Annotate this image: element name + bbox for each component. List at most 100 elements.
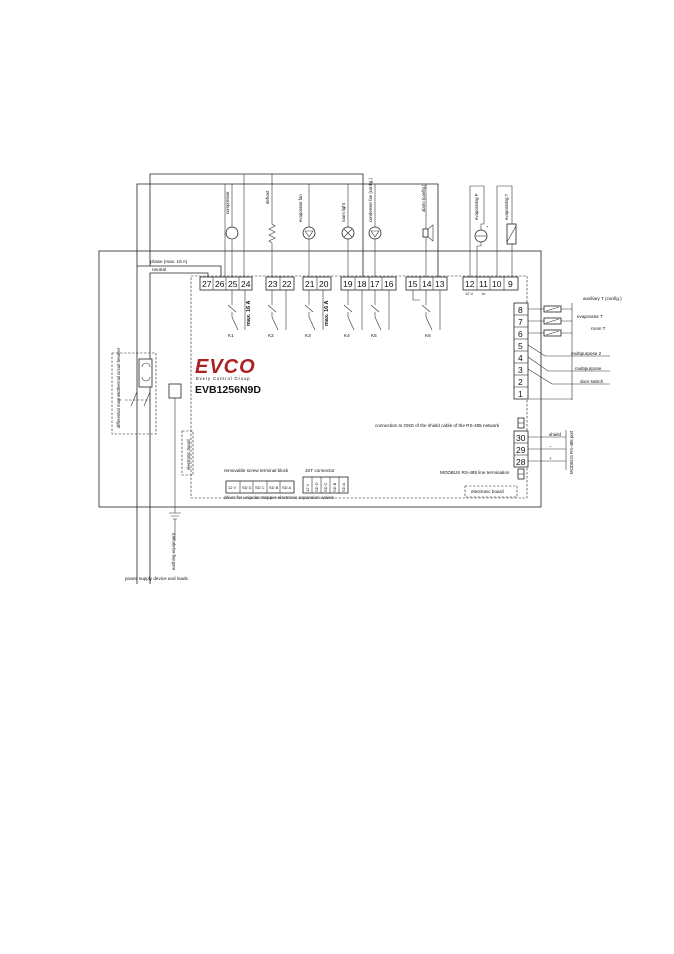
svg-text:electronic board: electronic board — [186, 439, 191, 470]
terminal-1[interactable]: 1 — [518, 389, 523, 399]
circuit-breaker-label: differential magnetothermal circuit brea… — [116, 347, 121, 428]
terminal-29[interactable]: 29 — [516, 445, 526, 455]
line-termination-label: MODBUS RS-485 line termination — [440, 470, 510, 475]
gnd-connection-label: connection to GND of the shield cable of… — [375, 423, 500, 428]
phase-label: phase (max. 16 A) — [150, 259, 188, 264]
model-name: EVB1256N9D — [195, 384, 261, 396]
evaporating-t-label: evaporating T — [504, 193, 509, 220]
driver-terminal-block: 12 V SD D SD C SD B SD A — [225, 480, 295, 494]
jst-pin-sdb[interactable]: SD B — [332, 482, 337, 492]
terminal-group-light-condenser: 19 18 17 16 — [340, 276, 397, 291]
defrost-label: defrost — [265, 190, 270, 204]
terminal-30[interactable]: 30 — [516, 433, 526, 443]
terminal-group-alarm: 15 14 13 — [405, 276, 448, 291]
terminal-26[interactable]: 26 — [215, 279, 225, 289]
relay-k4: K4 — [343, 290, 363, 338]
neutral-bus-wire — [149, 173, 364, 277]
jst-pin-12v[interactable]: 12 V — [305, 483, 310, 492]
condenser-fan-label: condenser fan (config.) — [368, 177, 373, 222]
svg-text:K6: K6 — [425, 333, 431, 338]
svg-text:K4: K4 — [344, 333, 350, 338]
terminal-2[interactable]: 2 — [518, 377, 523, 387]
in-label-top: In — [482, 291, 485, 296]
terminal-14[interactable]: 14 — [422, 279, 432, 289]
multipurpose-2-label: multipurpose 2 — [571, 351, 602, 356]
compressor-label: compressor — [225, 191, 230, 214]
terminal-6[interactable]: 6 — [518, 329, 523, 339]
terminal-4[interactable]: 4 — [518, 353, 523, 363]
terminal-21[interactable]: 21 — [305, 279, 315, 289]
modbus-port-label: MODBUS RS-485 port — [569, 430, 574, 474]
outer-enclosure — [98, 250, 542, 508]
earth-icon — [169, 512, 181, 520]
alarm-buzzer-icon — [422, 228, 429, 238]
terminal-group-fan: 21 20 — [302, 276, 332, 291]
terminal-16[interactable]: 16 — [384, 279, 394, 289]
terminal-11[interactable]: 11 — [479, 279, 488, 289]
svg-text:EVCO: EVCO — [195, 356, 256, 378]
neutral-label: neutral — [152, 267, 166, 272]
terminal-19[interactable]: 19 — [343, 279, 353, 289]
terminal-group-analog: 12 11 10 9 12 V In — [462, 276, 519, 296]
svg-text:K2: K2 — [268, 333, 274, 338]
power-supply-label: power supply device and loads — [125, 576, 189, 581]
terminal-24[interactable]: 24 — [241, 279, 251, 289]
relay-k6: K6 — [412, 290, 441, 338]
relay-k1: K1 max. 16 A — [227, 290, 252, 338]
plus-label: + — [549, 456, 552, 461]
terminal-5[interactable]: 5 — [518, 341, 523, 351]
svg-text:electronic board: electronic board — [471, 489, 504, 494]
terminal-column-right: 8 7 6 5 4 3 2 1 — [513, 302, 529, 400]
controller-outline — [190, 275, 528, 499]
terminal-28[interactable]: 28 — [516, 457, 526, 467]
door-switch-label: door switch — [580, 379, 604, 384]
minus-label: − — [549, 444, 552, 449]
terminal-27[interactable]: 27 — [202, 279, 212, 289]
multipurpose-label: multipurpose — [575, 366, 602, 371]
12v-label-top: 12 V — [465, 291, 474, 296]
terminal-10[interactable]: 10 — [492, 279, 502, 289]
earthing-box — [168, 383, 182, 399]
evaporator-t-label: evaporator T — [577, 314, 603, 319]
relay-k5: K5 — [370, 290, 390, 338]
terminal-15[interactable]: 15 — [408, 279, 418, 289]
terminal-13[interactable]: 13 — [435, 279, 445, 289]
terminal-7[interactable]: 7 — [518, 317, 523, 327]
logo-tagline: Every Control Group — [196, 376, 250, 381]
relay-k3: K3 max. 16 A — [304, 290, 330, 338]
pressure-plus: + — [486, 224, 489, 229]
electronic-board-right — [464, 485, 518, 498]
neutral-wire — [149, 272, 209, 584]
terminal-9[interactable]: 9 — [508, 279, 513, 289]
relay-k2: K2 — [267, 290, 287, 338]
terminal-20[interactable]: 20 — [319, 279, 329, 289]
driver-terminal-12v[interactable]: 12 V — [228, 485, 237, 490]
svg-text:K3: K3 — [305, 333, 311, 338]
jst-pin-sda[interactable]: SD A — [341, 483, 346, 492]
driver-terminal-sdd[interactable]: SD D — [242, 485, 252, 490]
terminal-8[interactable]: 8 — [518, 305, 523, 315]
terminal-17[interactable]: 17 — [370, 279, 380, 289]
terminal-22[interactable]: 22 — [282, 279, 292, 289]
phase-bus-wire — [136, 183, 439, 277]
terminal-18[interactable]: 18 — [357, 279, 367, 289]
svg-text:K1: K1 — [228, 333, 234, 338]
max16a-label-2: max. 16 A — [324, 300, 330, 326]
jst-connector: 12 V SD D SD C SD B SD A — [302, 476, 349, 494]
driver-terminal-sda[interactable]: SD A — [282, 485, 291, 490]
phase-wire — [136, 265, 222, 584]
terminal-group-power: 27 26 25 24 — [199, 276, 253, 291]
driver-terminal-sdc[interactable]: SD C — [255, 485, 265, 490]
jst-pin-sdd[interactable]: SD D — [314, 482, 319, 492]
evaporating-p-label: evaporating P — [474, 193, 479, 220]
jst-pin-sdc[interactable]: SD C — [323, 482, 328, 492]
room-t-label: room T — [591, 326, 606, 331]
alarm-label: alarm (config.) — [421, 184, 426, 212]
driver-terminal-sdb[interactable]: SD B — [269, 485, 279, 490]
terminal-23[interactable]: 23 — [268, 279, 278, 289]
terminal-3[interactable]: 3 — [518, 365, 523, 375]
terminal-25[interactable]: 25 — [228, 279, 238, 289]
rs485-terminal-block: 30 29 28 — [513, 430, 529, 468]
max16a-label-1: max. 16 A — [246, 300, 252, 326]
terminal-12[interactable]: 12 — [465, 279, 475, 289]
